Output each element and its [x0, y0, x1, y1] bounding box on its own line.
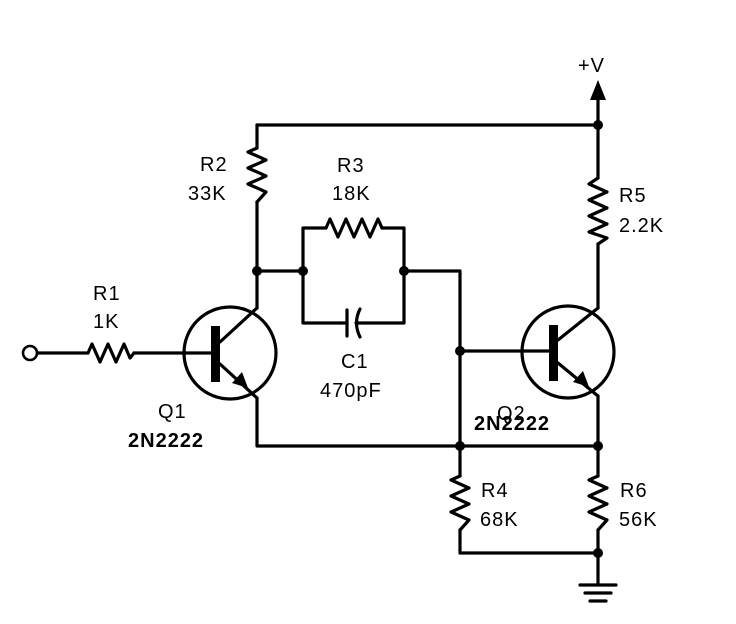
capacitor-c1	[338, 307, 368, 339]
supply-arrow	[590, 80, 606, 102]
r6-ref-label: R6	[620, 480, 648, 502]
transistor-q2	[520, 304, 616, 400]
junction-dots	[252, 120, 603, 558]
resistor-r3	[324, 217, 384, 239]
junction-dot	[252, 266, 262, 276]
emitter-arrow-icon	[573, 371, 589, 387]
r2-value-label: 33K	[188, 183, 227, 205]
q2-part-label: 2N2222	[474, 413, 550, 435]
r2-ref-label: R2	[200, 154, 228, 176]
r1-value-label: 1K	[93, 311, 119, 333]
supply-label: +V	[578, 55, 605, 77]
wires	[36, 98, 600, 587]
junction-dot	[399, 266, 409, 276]
q2-ref-label: Q2	[497, 403, 526, 425]
junction-dot	[455, 441, 465, 451]
emitter-arrow-icon	[232, 372, 248, 388]
input-terminal	[21, 344, 39, 362]
junction-dot	[298, 266, 308, 276]
r3-ref-label: R3	[337, 155, 365, 177]
ground-symbol	[578, 583, 618, 603]
c1-ref-label: C1	[341, 351, 369, 373]
junction-dot	[593, 120, 603, 130]
resistor-r6	[587, 474, 609, 532]
r4-ref-label: R4	[481, 480, 509, 502]
r5-value-label: 2.2K	[619, 215, 664, 237]
r5-ref-label: R5	[619, 185, 647, 207]
r3-value-label: 18K	[332, 183, 371, 205]
transistor-q1	[182, 305, 278, 401]
r1-ref-label: R1	[93, 283, 121, 305]
junction-dot	[593, 548, 603, 558]
c1-value-label: 470pF	[320, 380, 382, 402]
resistor-r2	[246, 146, 268, 204]
resistor-r4	[449, 474, 471, 532]
q1-ref-label: Q1	[158, 401, 187, 423]
r4-value-label: 68K	[480, 509, 519, 531]
resistor-r5	[587, 176, 609, 246]
r6-value-label: 56K	[619, 509, 658, 531]
q1-part-label: 2N2222	[128, 430, 204, 452]
junction-dot	[455, 346, 465, 356]
junction-dot	[593, 441, 603, 451]
resistor-r1	[86, 342, 136, 364]
